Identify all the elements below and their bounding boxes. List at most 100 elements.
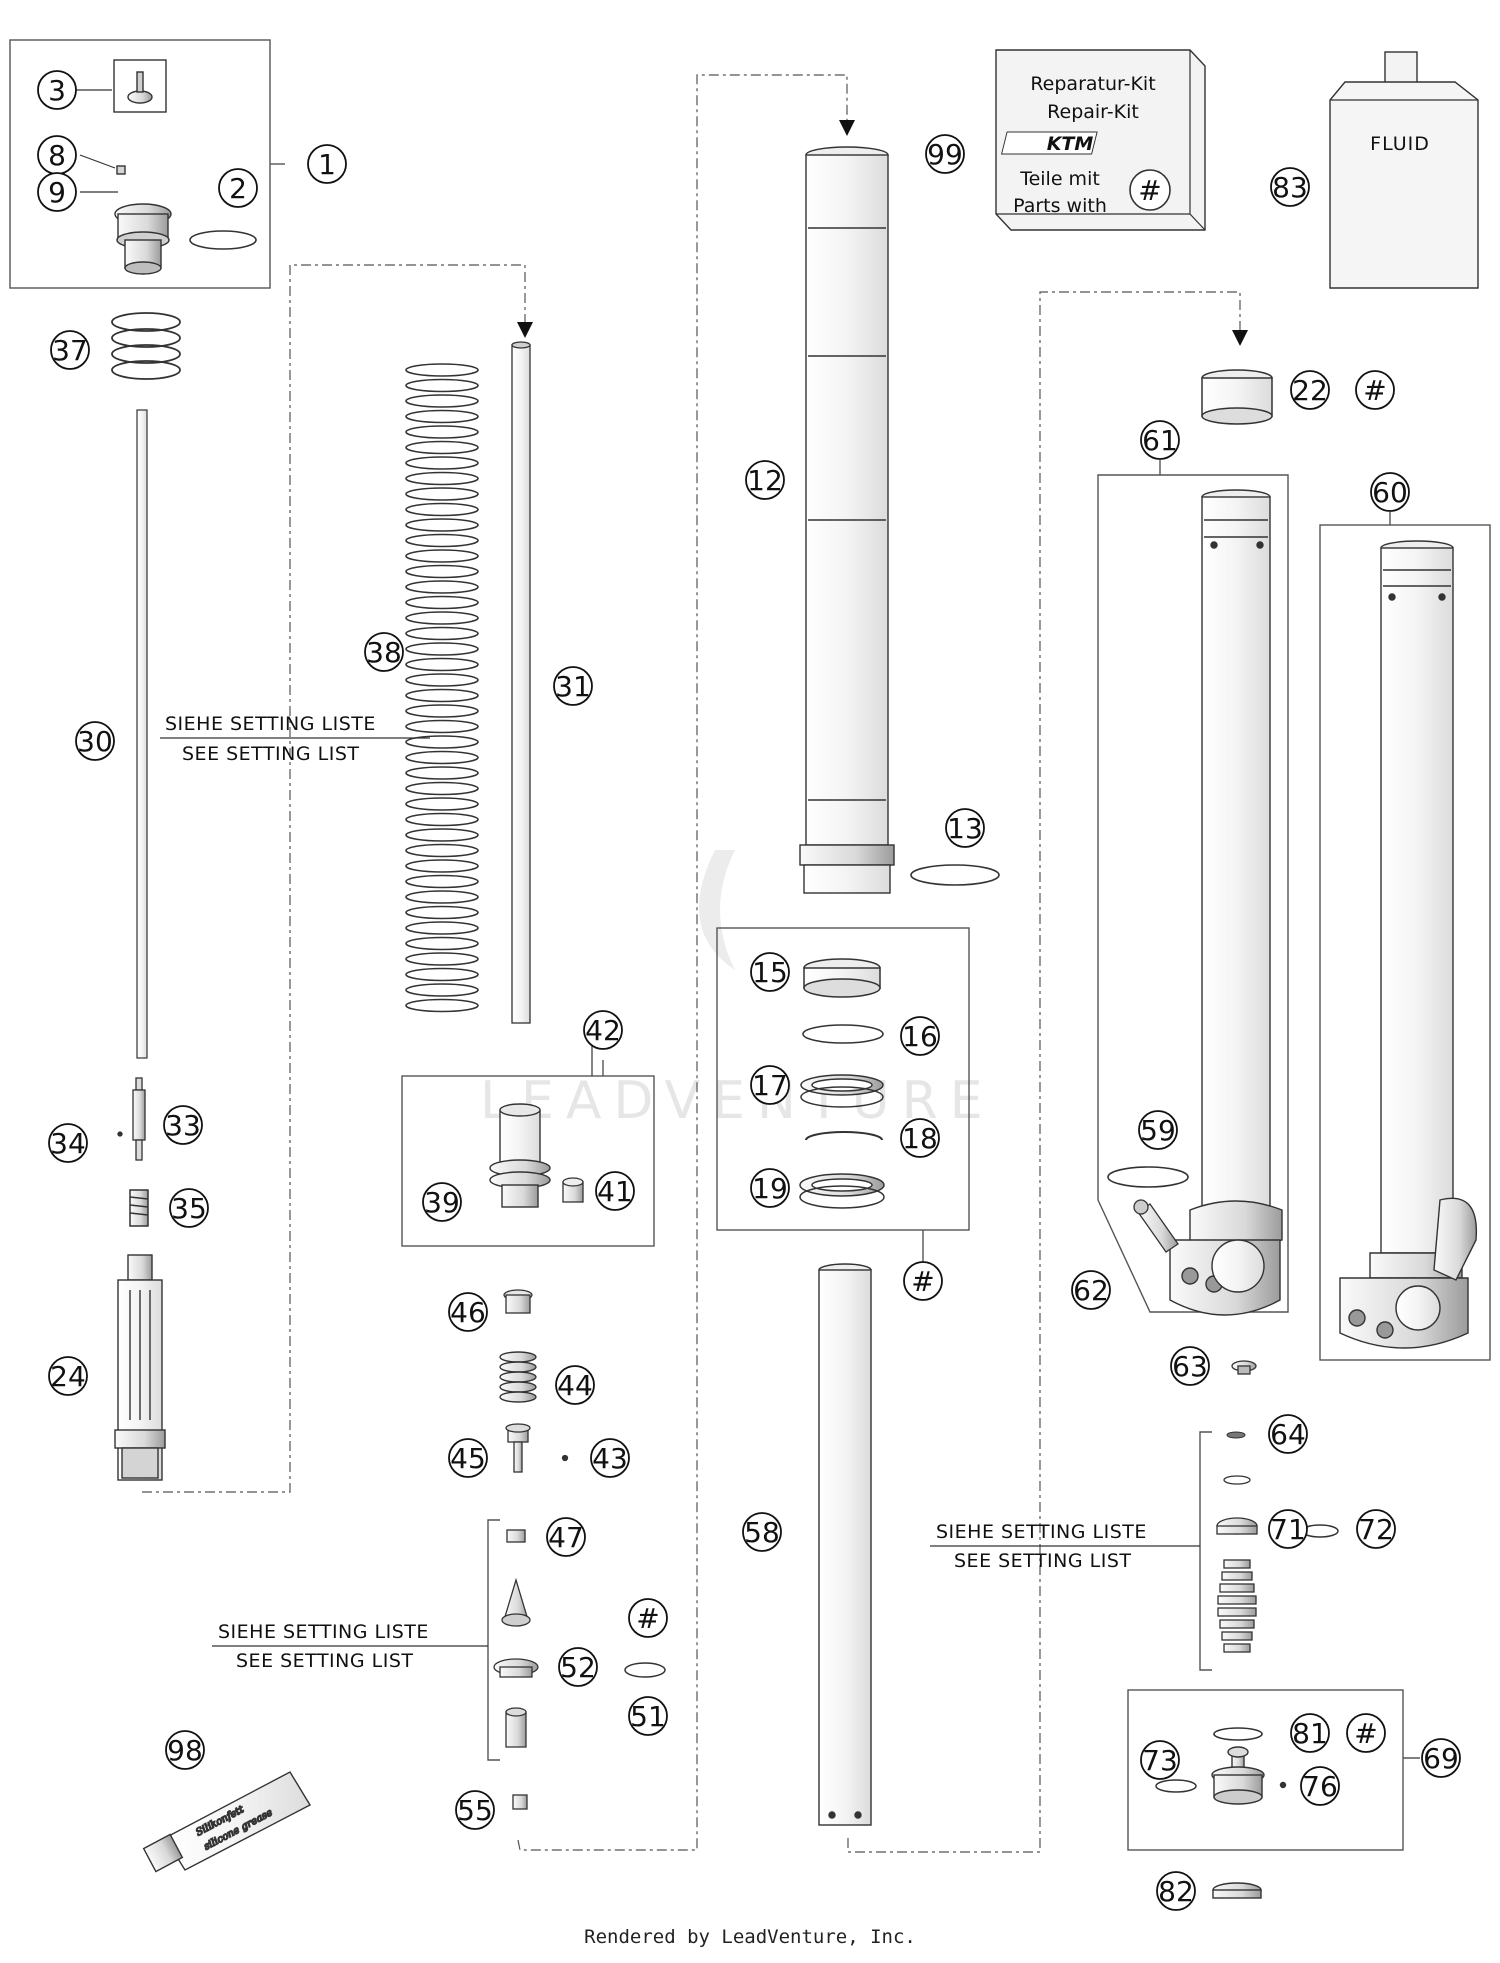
spring-coil [405,378,479,393]
spring-coil [405,750,479,765]
part-18-circlip [805,1131,883,1141]
setting-note-3: SIEHE SETTING LISTE SEE SETTING LIST [930,1521,1200,1572]
part-24-cartridge [114,1254,166,1481]
setting-note-1: SIEHE SETTING LISTE SEE SETTING LIST [160,713,430,765]
spring-coil [405,363,479,377]
spring-coil [405,781,479,796]
part-washer-small [1223,1475,1251,1485]
callout-label: 35 [171,1192,207,1225]
setting-note-de: SIEHE SETTING LISTE [936,1521,1147,1543]
callout-83: 83 [1270,167,1310,207]
part-64-washer [1226,1431,1246,1439]
part-38-main-spring [405,363,479,1013]
part-98-grease-tube: Silikonfett silicone grease [142,1771,311,1873]
spring-coil [405,967,479,982]
part-73-o-ring [1155,1779,1197,1793]
spring-coil [405,704,479,718]
part-76-base-valve [1211,1746,1287,1805]
callout-label: 55 [457,1794,493,1827]
callout-label: 18 [902,1122,938,1155]
part-17-oil-seal [800,1074,884,1108]
callout-label: 30 [77,725,113,758]
spring-coil [405,735,479,749]
callout-62: 62 [1071,1270,1111,1310]
spring-coil [405,533,479,548]
spring-coil [405,518,479,532]
callout-31: 31 [553,666,593,706]
callout-label: 82 [1158,1875,1194,1908]
callout-61: 61 [1140,420,1180,460]
part-62-screw [1133,1199,1179,1253]
callout-73: 73 [1140,1740,1180,1780]
callout-label: 63 [1172,1350,1208,1383]
spring-coil [405,657,479,672]
callout-51-hash: # [628,1598,668,1638]
callout-35: 35 [169,1188,209,1228]
callout-label: 51 [630,1700,666,1733]
callout-label: 13 [947,812,983,845]
part-22-guide-bushing [1201,369,1273,425]
callout-label: 61 [1142,424,1178,457]
callout-labels: 1 2 3 8 9 37 38 31 30 12 13 99 83 22 # 6… [37,70,1461,1911]
part-71-piston [1216,1517,1258,1535]
callout-47: 47 [546,1517,586,1557]
part-12-outer-tube [799,146,895,894]
callout-71: 71 [1268,1509,1308,1549]
part-47-nut [506,1529,526,1543]
callout-label: # [1354,1717,1377,1750]
spring-coil [405,812,479,827]
callout-22-hash: # [1355,370,1395,410]
callout-label: # [636,1602,659,1635]
callout-18: 18 [900,1118,940,1158]
part-31-spring-rod [511,341,531,1024]
callout-label: 19 [752,1172,788,1205]
callout-label: 60 [1372,476,1408,509]
callout-15: 15 [750,952,790,992]
part-45-valve [505,1423,569,1473]
callout-label: 43 [592,1442,628,1475]
spring-coil [405,828,479,842]
ktm-logo-frame [1000,131,1098,155]
part-3-screw-assembly [113,59,167,113]
part-19-dust-seal [799,1173,885,1209]
callout-30: 30 [75,721,115,761]
callout-82: 82 [1156,1871,1196,1911]
callout-label: 8 [48,139,66,172]
spring-coil [405,425,479,439]
setting-note-de: SIEHE SETTING LISTE [165,713,376,735]
callout-label: 46 [450,1296,486,1329]
callout-81: 81 [1290,1713,1330,1753]
spring-coil [405,983,479,997]
spring-coil [405,409,479,424]
callout-label: 52 [560,1651,596,1684]
spring-coil [405,394,479,408]
watermark-flame-icon [699,850,735,970]
part-58-inner-tube [818,1263,872,1826]
callout-label: 3 [48,74,66,107]
part-37-spring-short [111,312,181,380]
part-55-nut [512,1794,528,1810]
spring-coil [405,859,479,873]
part-30-damper-rod [136,409,148,1059]
spring-coil [405,549,479,563]
part-46-washer [503,1289,533,1314]
callout-12: 12 [745,460,785,500]
callout-98: 98 [165,1730,205,1770]
callout-label: 45 [450,1442,486,1475]
callout-55: 55 [455,1790,495,1830]
callout-99: 99 [925,134,965,174]
callout-seal-group-hash: # [903,1261,943,1301]
dashed-leaders [142,74,1241,1853]
setting-note-2: SIEHE SETTING LISTE SEE SETTING LIST [212,1621,488,1672]
callout-label: 98 [167,1734,203,1767]
spring-coil [405,626,479,641]
callout-24: 24 [48,1356,88,1396]
callout-label: 24 [50,1360,86,1393]
part-51-o-ring [624,1662,666,1678]
callout-46: 46 [448,1292,488,1332]
callout-label: 47 [548,1521,584,1554]
callout-52: 52 [558,1647,598,1687]
part-60-fork-leg-right [1339,540,1478,1349]
callout-17: 17 [750,1065,790,1105]
